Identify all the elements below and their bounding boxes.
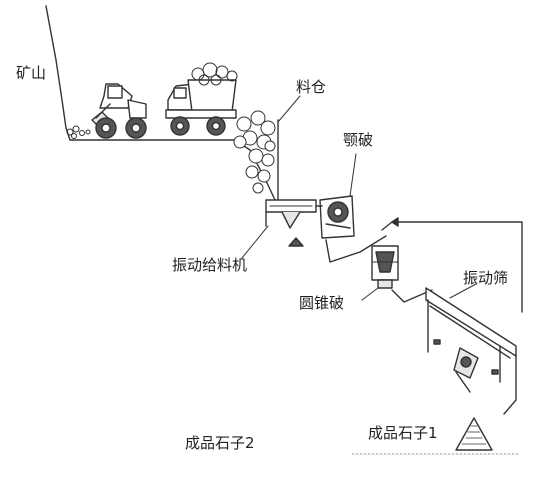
product-2-label: 成品石子2 bbox=[185, 434, 255, 452]
vibrating-feeder-icon bbox=[266, 200, 316, 246]
cone-crusher-icon bbox=[372, 246, 398, 288]
jaw-crusher-icon bbox=[320, 196, 354, 238]
wheel-loader-icon bbox=[92, 84, 146, 138]
cone-crusher-label: 圆锥破 bbox=[299, 294, 345, 312]
rubble bbox=[67, 126, 90, 139]
hopper-rock-pile bbox=[234, 111, 275, 193]
screen-leader-line bbox=[450, 284, 476, 298]
conveyor-jaw-to-cone bbox=[326, 236, 386, 262]
screen-outlet-lines bbox=[456, 356, 516, 414]
product-pile-icon bbox=[456, 418, 492, 450]
hopper-leader-line bbox=[278, 96, 300, 122]
vibrating-screen-label: 振动筛 bbox=[463, 269, 509, 287]
dump-truck-icon bbox=[166, 63, 237, 135]
mountain-slope bbox=[46, 6, 275, 200]
hopper-label: 料仓 bbox=[296, 78, 327, 96]
vibrating-feeder-label: 振动给料机 bbox=[172, 256, 248, 274]
feeder-leader-line bbox=[242, 226, 268, 258]
jaw-leader-line bbox=[350, 154, 356, 196]
cone-leader-line bbox=[362, 288, 378, 300]
jaw-crusher-label: 颚破 bbox=[343, 131, 374, 149]
product-1-label: 成品石子1 bbox=[368, 424, 438, 442]
vibrating-screen-icon bbox=[426, 288, 516, 382]
recycle-conveyor bbox=[382, 222, 522, 312]
mine-label: 矿山 bbox=[16, 64, 47, 82]
conveyor-cone-to-screen bbox=[392, 290, 432, 302]
